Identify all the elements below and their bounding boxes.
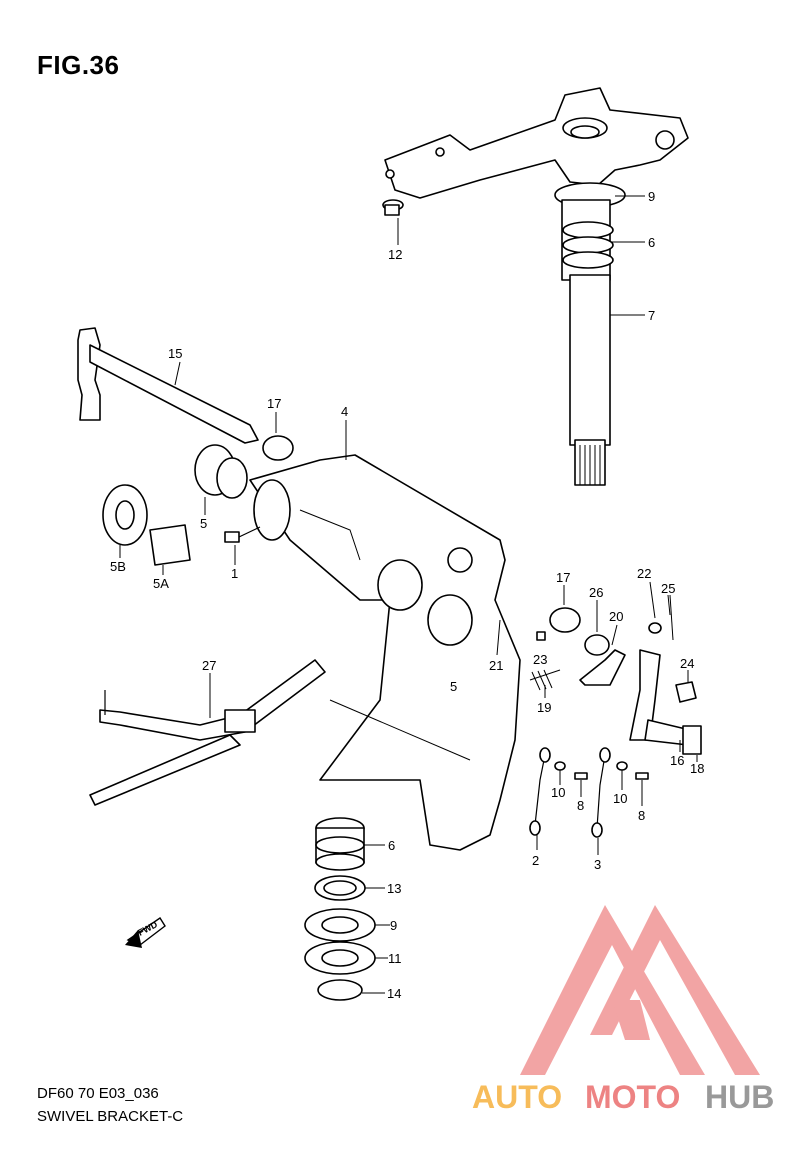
- fwd-arrow-icon: FWD: [125, 917, 166, 948]
- callout-1: 1: [231, 566, 238, 581]
- rod-part: [77, 327, 259, 444]
- callout-5a: 5A: [153, 576, 169, 591]
- callout-5b: 5B: [110, 559, 126, 574]
- callout-18: 18: [690, 761, 704, 776]
- callout-labels: 9 6 7 12 15 17 4 5 5B 5A 1 17 26 20 22 2…: [110, 189, 704, 1001]
- swivel-bracket-body: [249, 454, 521, 851]
- watermark-moto: MOTO: [585, 1079, 680, 1115]
- lever-parts: [529, 594, 702, 755]
- callout-24: 24: [680, 656, 694, 671]
- callout-6-lower: 6: [388, 838, 395, 853]
- watermark-text: AUTO MOTO HUB: [472, 1079, 774, 1115]
- bushing-parts: [102, 435, 581, 633]
- callout-10-right: 10: [613, 791, 627, 806]
- callout-23: 23: [533, 652, 547, 667]
- callout-26: 26: [589, 585, 603, 600]
- callout-9-lower: 9: [390, 918, 397, 933]
- callout-6: 6: [648, 235, 655, 250]
- callout-19: 19: [537, 700, 551, 715]
- callout-5-lower: 5: [450, 679, 457, 694]
- callout-4: 4: [341, 404, 348, 419]
- callout-14: 14: [387, 986, 401, 1001]
- steering-shaft-part: [554, 182, 626, 486]
- callout-7: 7: [648, 308, 655, 323]
- callout-11: 11: [388, 951, 402, 966]
- callout-8-right: 8: [638, 808, 645, 823]
- figure-name: SWIVEL BRACKET-C: [37, 1108, 184, 1125]
- ring-stack-parts: [304, 817, 376, 1001]
- callout-17: 17: [267, 396, 281, 411]
- callout-17-right: 17: [556, 570, 570, 585]
- callout-22: 22: [637, 566, 651, 581]
- callout-15: 15: [168, 346, 182, 361]
- grease-nipple-part: [224, 526, 261, 543]
- watermark-auto: AUTO: [472, 1079, 562, 1115]
- callout-5: 5: [200, 516, 207, 531]
- callout-13: 13: [387, 881, 401, 896]
- callout-16: 16: [670, 753, 684, 768]
- watermark-hub: HUB: [705, 1079, 774, 1115]
- callout-2: 2: [532, 853, 539, 868]
- watermark-logo: [520, 905, 760, 1075]
- callout-21: 21: [489, 658, 503, 673]
- tie-bar-part: [89, 659, 326, 806]
- callout-9: 9: [648, 189, 655, 204]
- figure-code: DF60 70 E03_036: [37, 1085, 159, 1102]
- callout-8: 8: [577, 798, 584, 813]
- leader-lines: [119, 195, 698, 994]
- callout-12: 12: [388, 247, 402, 262]
- wire-lead-parts: [529, 747, 649, 838]
- callout-3: 3: [594, 857, 601, 872]
- callout-20: 20: [609, 609, 623, 624]
- steering-bracket-part: [384, 87, 689, 199]
- callout-25: 25: [661, 581, 675, 596]
- plug-part: [382, 199, 404, 216]
- callout-10: 10: [551, 785, 565, 800]
- figure-title: FIG.36: [37, 50, 120, 80]
- callout-27: 27: [202, 658, 216, 673]
